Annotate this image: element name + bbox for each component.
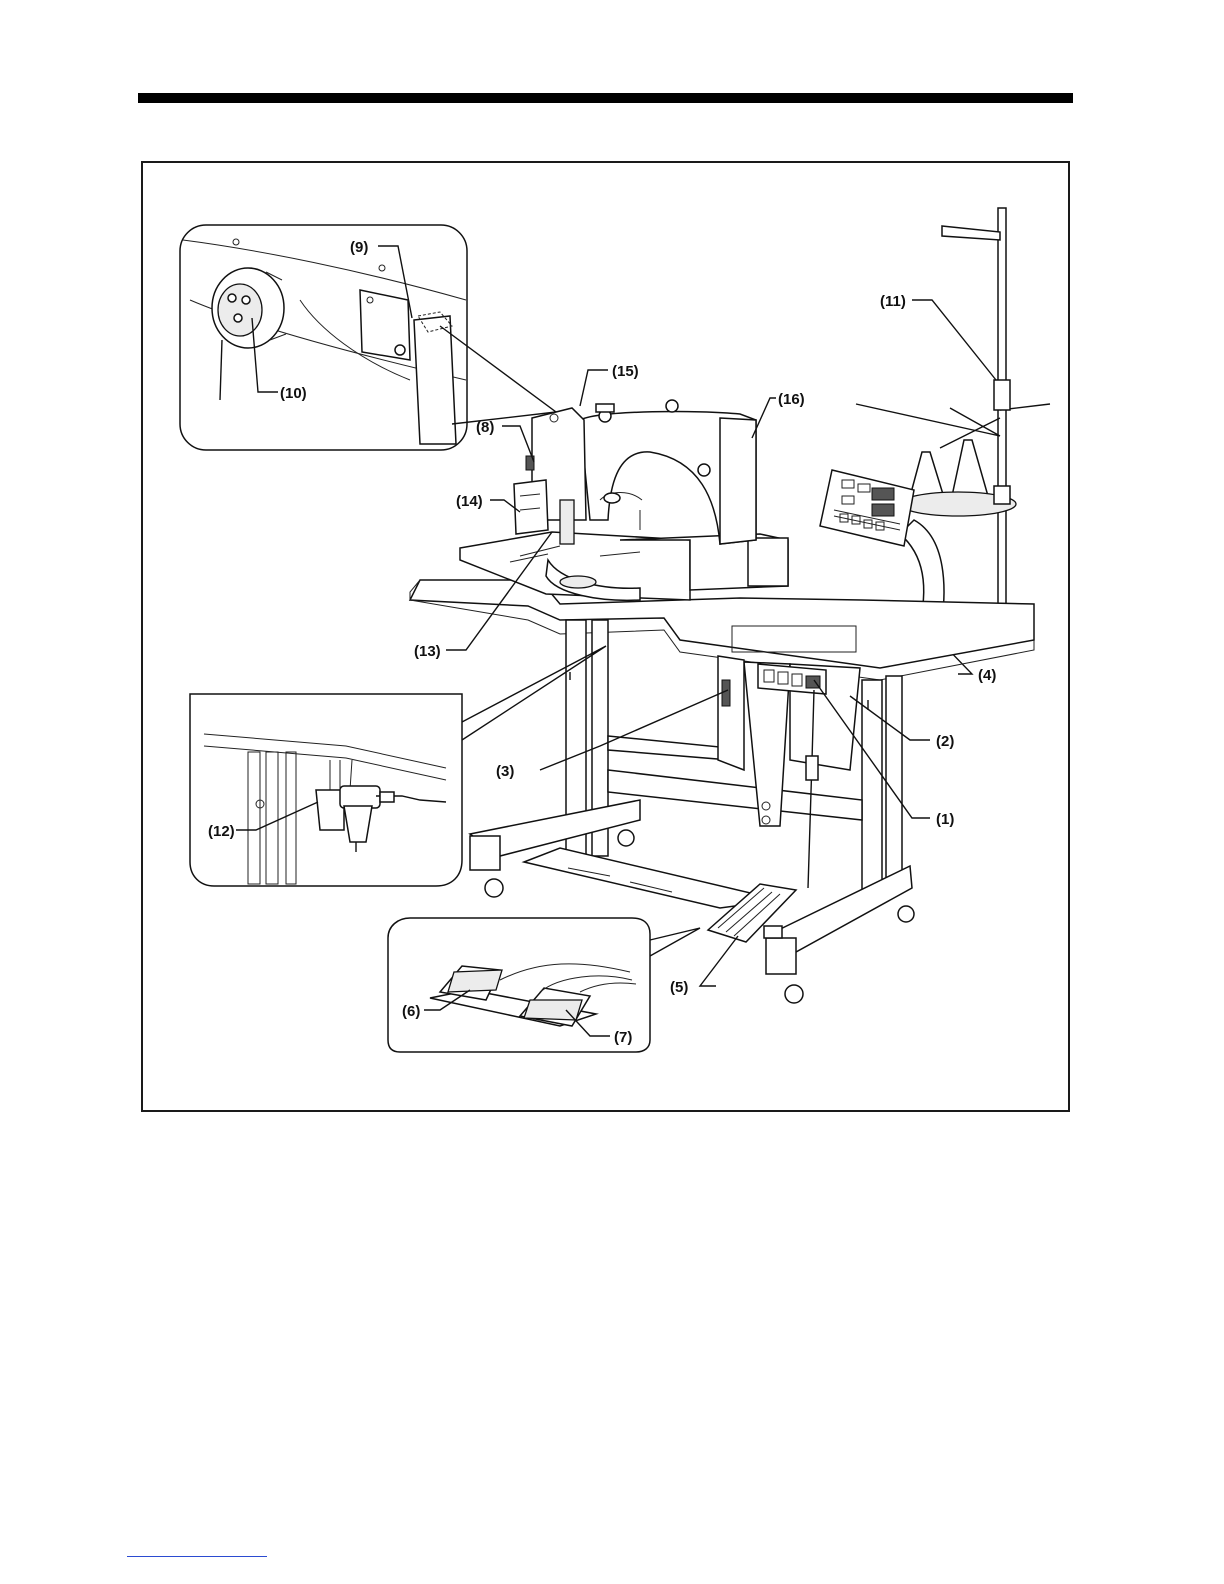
callout-10: (10) — [280, 385, 307, 402]
callout-4: (4) — [978, 667, 996, 684]
callout-9: (9) — [350, 239, 368, 256]
callout-11: (11) — [880, 293, 906, 310]
callout-14: (14) — [456, 493, 483, 510]
callout-2: (2) — [936, 733, 954, 750]
callout-1: (1) — [936, 811, 954, 828]
callout-3: (3) — [496, 763, 514, 780]
callout-12: (12) — [208, 823, 235, 840]
inset-foot-switches — [388, 918, 700, 1052]
footer-rule — [127, 1556, 267, 1557]
callout-6: (6) — [402, 1003, 420, 1020]
callout-16: (16) — [778, 391, 805, 408]
inset-air-regulator — [190, 646, 606, 886]
callout-8: (8) — [476, 419, 494, 436]
callout-15: (15) — [612, 363, 639, 380]
callout-13: (13) — [414, 643, 441, 660]
callout-7: (7) — [614, 1029, 632, 1046]
inset-handwheel — [180, 225, 556, 450]
callout-5: (5) — [670, 979, 688, 996]
thread-stand — [856, 208, 1050, 612]
